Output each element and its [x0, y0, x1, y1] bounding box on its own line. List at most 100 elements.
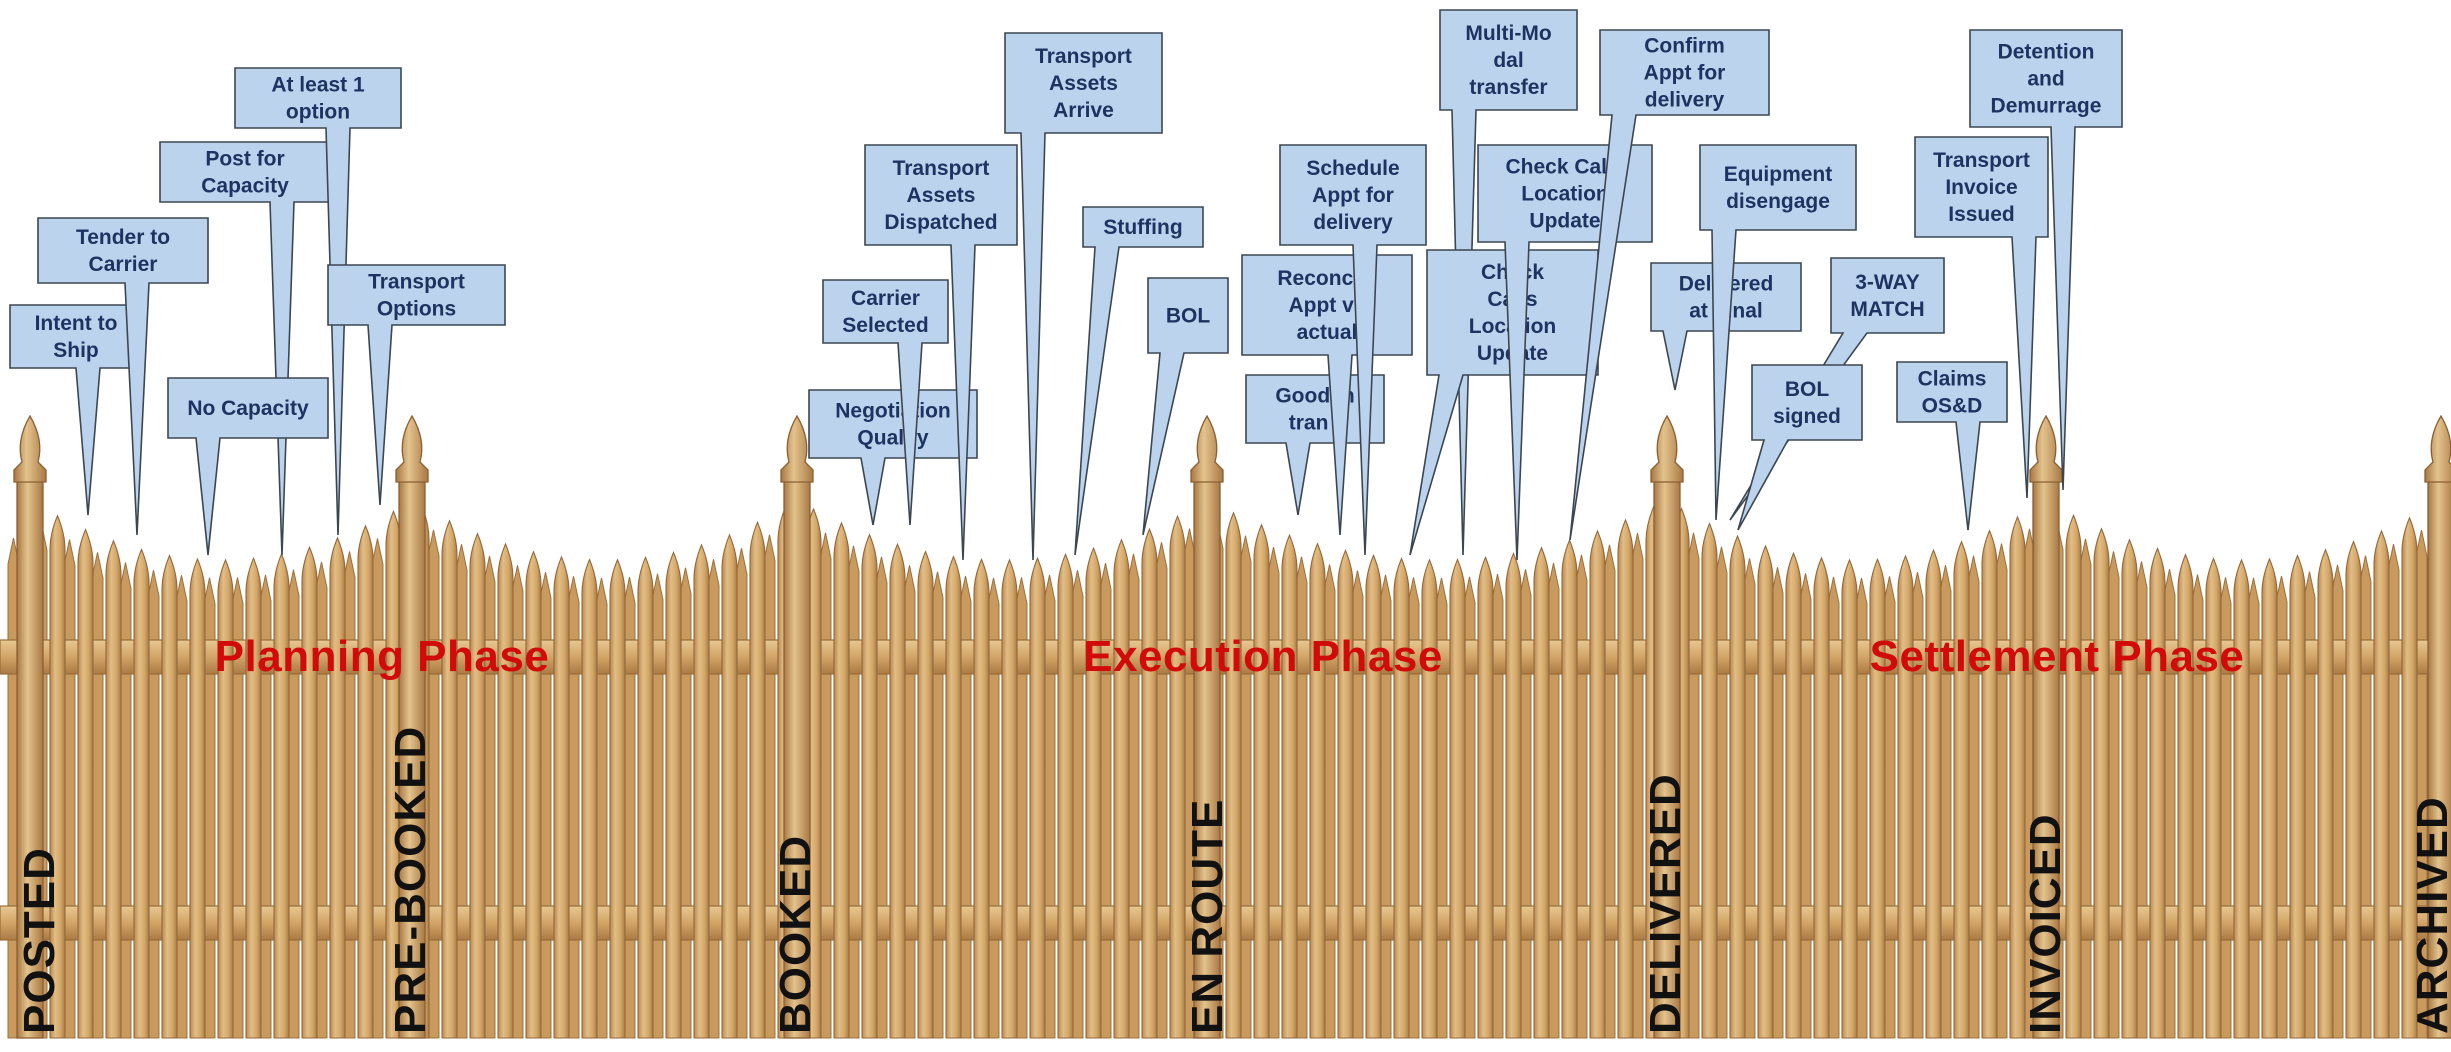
callout-schedule-appt-line: delivery [1313, 211, 1393, 234]
callout-three-way-match-line: 3-WAY [1855, 271, 1920, 294]
callout-reconcile-appt-line: Appt vs [1288, 294, 1365, 317]
callout-no-capacity: No Capacity [167, 377, 329, 556]
fence-picket [2345, 540, 2362, 1039]
fence-picket [357, 524, 374, 1039]
fence-picket [1925, 548, 1942, 1039]
callout-equipment-disengage: Equipment disengage [1699, 144, 1857, 521]
fence-posts [13, 414, 2451, 1039]
fence-back-picket [2331, 564, 2344, 1039]
fence-picket [189, 557, 206, 1039]
callout-multi-modal-transfer-line: Multi-Mo [1465, 22, 1551, 45]
fence-back-picket [819, 532, 832, 1039]
fence-picket [2149, 547, 2166, 1039]
callout-transport-assets-arrive-line: Arrive [1053, 99, 1114, 122]
fence-picket [1981, 529, 1998, 1039]
fence-back-picket [1743, 558, 1756, 1039]
callout-claims-osd-line: Claims [1918, 368, 1987, 391]
fence-picket [1841, 558, 1858, 1039]
fence-back-picket [735, 548, 748, 1039]
callout-negotiation-qualify-line: Negotiation [835, 400, 951, 423]
fence-picket [2009, 515, 2026, 1039]
fence-picket [2205, 557, 2222, 1039]
fence-back-picket [1155, 542, 1168, 1039]
fence-picket [2373, 529, 2390, 1039]
callout-bol-signed-line: BOL [1785, 378, 1830, 401]
fence-picket [2261, 557, 2278, 1039]
fence-picket [441, 519, 458, 1039]
callout-bol-shape [1142, 277, 1229, 536]
fence-picket [1337, 548, 1354, 1039]
fence-picket [273, 552, 290, 1039]
fence-back-picket [63, 539, 76, 1039]
fence-picket [1001, 558, 1018, 1039]
fence-back-picket [1239, 535, 1252, 1039]
fence-post [2032, 479, 2060, 1039]
fence-picket [1085, 546, 1102, 1039]
callout-equipment-disengage-line: disengage [1726, 190, 1830, 213]
fence-picket [1533, 546, 1550, 1039]
fence-picket [1757, 544, 1774, 1039]
callout-transport-options-shape [327, 264, 506, 506]
fence-back-picket [1295, 556, 1308, 1039]
callout-confirm-appt-line: delivery [1645, 89, 1725, 112]
picket-fence [0, 414, 2451, 1039]
fence-picket [2065, 513, 2082, 1039]
fence-picket [1169, 514, 1186, 1039]
callout-schedule-appt-line: Appt for [1312, 184, 1394, 207]
callout-transport-invoice-shape [1914, 136, 2049, 499]
callout-no-capacity-shape [167, 377, 329, 556]
fence-post-finial [2424, 414, 2451, 483]
fence-picket [1477, 555, 1494, 1039]
fence-picket [77, 528, 94, 1039]
callout-transport-invoice-line: Invoice [1945, 176, 2017, 199]
fence-picket [1729, 534, 1746, 1039]
callout-carrier-selected-line: Selected [842, 314, 928, 337]
fence-picket [2289, 554, 2306, 1039]
fence-picket [1141, 527, 1158, 1039]
fence-picket [1953, 540, 1970, 1039]
callout-at-least-1-option-line: option [286, 101, 350, 124]
callout-equipment-disengage-line: Equipment [1724, 163, 1833, 186]
fence-picket [1813, 556, 1830, 1039]
fence-back-picket [2107, 551, 2120, 1039]
fence-picket [2401, 516, 2418, 1039]
fence-picket [1617, 518, 1634, 1039]
fence-picket [329, 536, 346, 1039]
fence-back-picket [1127, 553, 1140, 1039]
callout-schedule-appt-shape [1279, 144, 1427, 556]
callout-multi-modal-transfer-line: transfer [1469, 76, 1547, 99]
fence-picket [105, 539, 122, 1039]
fence-picket [973, 557, 990, 1039]
fence-back-picket [1771, 567, 1784, 1039]
fence-picket [861, 533, 878, 1039]
fence-picket [1225, 511, 1242, 1039]
fence-picket [469, 532, 486, 1039]
callout-transport-assets-dispatched-line: Dispatched [884, 211, 997, 234]
fence-post [1653, 479, 1681, 1039]
callout-bol: BOL [1142, 277, 1229, 536]
fence-back-picket [91, 552, 104, 1039]
fence-post-finial [780, 414, 814, 483]
fence-picket [889, 542, 906, 1039]
callout-transport-options-line: Transport [368, 271, 465, 294]
callout-confirm-appt-line: Appt for [1644, 62, 1726, 85]
callout-multi-modal-transfer-line: dal [1493, 49, 1523, 72]
fence-picket [2177, 553, 2194, 1039]
callout-claims-osd-shape [1896, 361, 2008, 531]
fence-picket [721, 533, 738, 1039]
fence-picket [1449, 558, 1466, 1039]
fence-back-picket [1575, 554, 1588, 1039]
callout-transport-assets-arrive-shape [1004, 32, 1163, 561]
fence-picket [581, 558, 598, 1039]
status-label-invoiced: INVOICED [2021, 813, 2070, 1034]
